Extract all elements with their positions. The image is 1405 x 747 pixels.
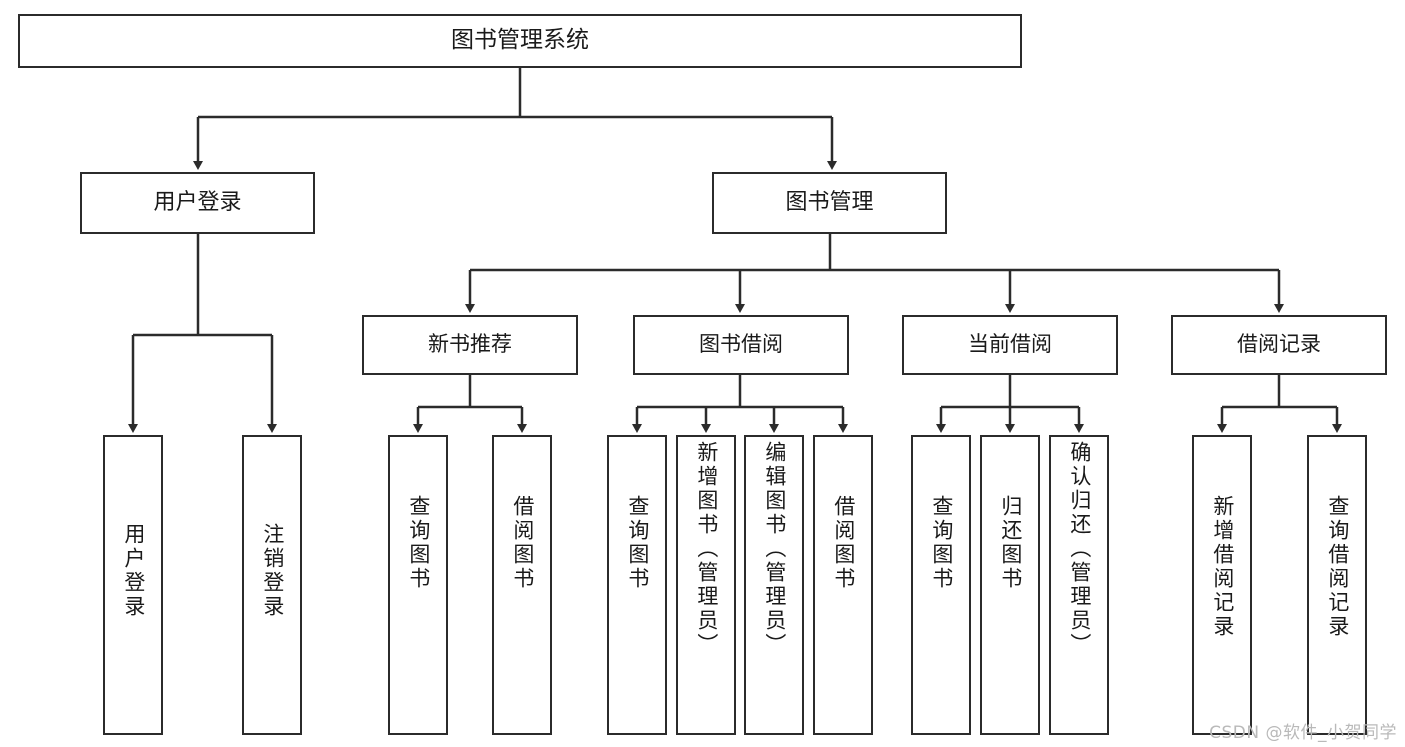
- leaf-borrow-borrow-book[interactable]: 借阅图书: [813, 435, 873, 735]
- node-label: 用户登录: [153, 189, 242, 215]
- leaf-label: 查询图书: [625, 495, 650, 591]
- leaf-current-return-book[interactable]: 归还图书: [980, 435, 1040, 735]
- leaf-label: 新增借阅记录: [1210, 495, 1235, 639]
- node-current-borrow[interactable]: 当前借阅: [902, 315, 1118, 375]
- node-user-login[interactable]: 用户登录: [80, 172, 315, 234]
- leaf-user-login-signout[interactable]: 注销登录: [242, 435, 302, 735]
- leaf-borrow-edit-book-admin[interactable]: 编辑图书（管理员）: [744, 435, 804, 735]
- leaf-record-query-borrow-record[interactable]: 查询借阅记录: [1307, 435, 1367, 735]
- node-label: 新书推荐: [428, 332, 512, 357]
- leaf-new-book-borrow[interactable]: 借阅图书: [492, 435, 552, 735]
- leaf-label: 查询图书: [929, 495, 954, 591]
- node-label: 当前借阅: [968, 332, 1052, 357]
- node-label: 图书管理系统: [451, 27, 589, 54]
- node-book-borrow[interactable]: 图书借阅: [633, 315, 849, 375]
- node-label: 借阅记录: [1237, 332, 1321, 357]
- node-label: 图书借阅: [699, 332, 783, 357]
- leaf-label: 编辑图书（管理员）: [762, 441, 787, 657]
- leaf-label: 查询借阅记录: [1325, 495, 1350, 639]
- node-label: 图书管理: [785, 189, 874, 215]
- leaf-borrow-add-book-admin[interactable]: 新增图书（管理员）: [676, 435, 736, 735]
- watermark: CSDN @软件_小贺同学: [1209, 723, 1397, 743]
- leaf-label: 借阅图书: [831, 495, 856, 591]
- leaf-record-add-borrow-record[interactable]: 新增借阅记录: [1192, 435, 1252, 735]
- leaf-label: 新增图书（管理员）: [694, 441, 719, 657]
- leaf-label: 归还图书: [998, 495, 1023, 591]
- node-borrow-record[interactable]: 借阅记录: [1171, 315, 1387, 375]
- leaf-label: 借阅图书: [510, 495, 535, 591]
- leaf-label: 注销登录: [260, 523, 285, 619]
- leaf-label: 用户登录: [121, 523, 146, 619]
- node-book-management[interactable]: 图书管理: [712, 172, 947, 234]
- node-new-book-recommend[interactable]: 新书推荐: [362, 315, 578, 375]
- leaf-current-query-book[interactable]: 查询图书: [911, 435, 971, 735]
- leaf-label: 确认归还（管理员）: [1067, 441, 1092, 657]
- node-root-system[interactable]: 图书管理系统: [18, 14, 1022, 68]
- leaf-user-login-signin[interactable]: 用户登录: [103, 435, 163, 735]
- leaf-new-book-query[interactable]: 查询图书: [388, 435, 448, 735]
- leaf-label: 查询图书: [406, 495, 431, 591]
- leaf-borrow-query-book[interactable]: 查询图书: [607, 435, 667, 735]
- leaf-current-confirm-return-admin[interactable]: 确认归还（管理员）: [1049, 435, 1109, 735]
